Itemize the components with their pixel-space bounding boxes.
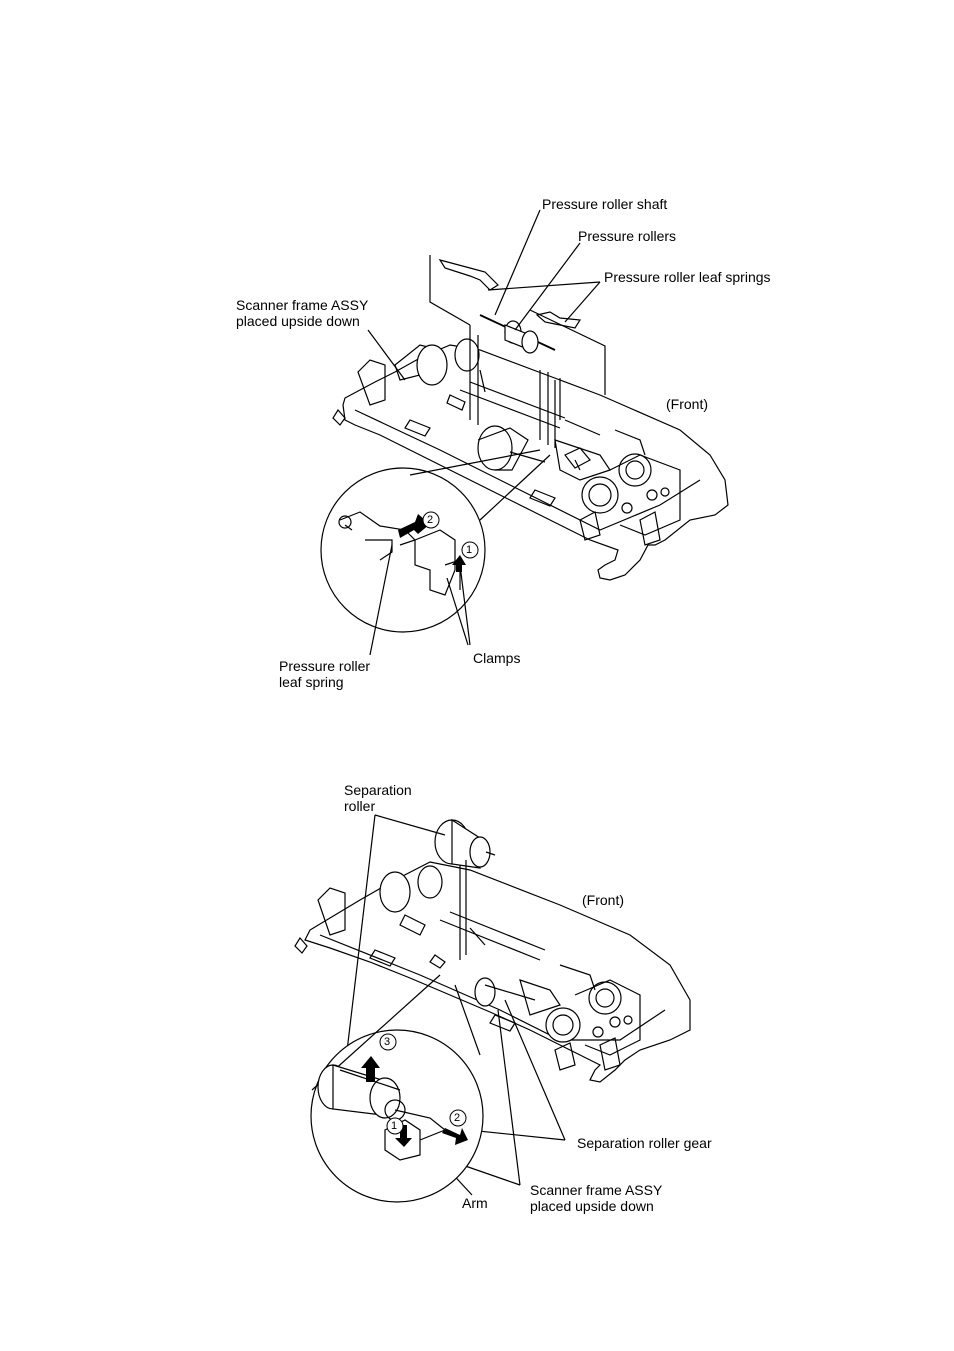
bottom-step-1-number: 1 xyxy=(391,1120,398,1132)
top-step-1-number: 1 xyxy=(466,544,473,556)
label-top-front: (Front) xyxy=(666,396,708,412)
label-arm: Arm xyxy=(462,1195,488,1211)
top-scanner-frame-leader xyxy=(367,329,406,381)
bottom-step-2-number: 2 xyxy=(454,1112,461,1124)
top-clamps-leader-1 xyxy=(459,564,471,646)
bottom-detail-callout xyxy=(310,974,484,1203)
top-leader-lines xyxy=(487,209,601,331)
bottom-scanner-frame xyxy=(294,861,691,1083)
top-clamps-leader-2 xyxy=(446,577,469,646)
bottom-step-2-marker xyxy=(449,1109,467,1127)
label-bottom-scanner-frame: Scanner frame ASSY placed upside down xyxy=(530,1182,663,1214)
top-scanner-frame xyxy=(332,338,729,581)
top-step-2-number: 2 xyxy=(427,514,434,526)
label-separation-roller-gear: Separation roller gear xyxy=(577,1135,712,1151)
label-pressure-roller-leaf-springs: Pressure roller leaf springs xyxy=(604,269,771,285)
bottom-separation-roller xyxy=(434,818,496,960)
top-step-2-marker xyxy=(422,511,440,529)
bottom-step-3-marker xyxy=(379,1033,397,1051)
top-step-1-marker xyxy=(461,541,479,559)
bottom-step-3-number: 3 xyxy=(384,1036,391,1048)
label-top-scanner-frame: Scanner frame ASSY placed upside down xyxy=(236,297,369,329)
bottom-step-1-marker xyxy=(386,1117,404,1135)
label-separation-roller: Separation roller xyxy=(344,782,412,814)
top-leaf-spring-leader xyxy=(369,544,393,656)
label-pressure-rollers: Pressure rollers xyxy=(578,228,677,244)
top-detail-callout xyxy=(320,449,551,633)
label-pressure-roller-leaf-spring: Pressure roller leaf spring xyxy=(279,658,371,690)
label-bottom-front: (Front) xyxy=(582,892,624,908)
label-pressure-roller-shaft: Pressure roller shaft xyxy=(542,196,668,212)
label-clamps: Clamps xyxy=(473,650,521,666)
